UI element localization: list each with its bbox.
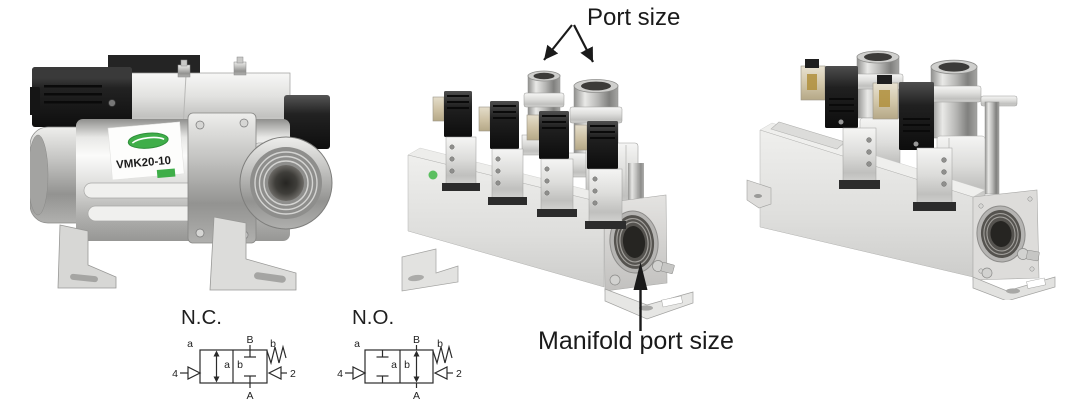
no-labels: a B b 4 2 A a b <box>337 334 462 402</box>
solenoid-coil <box>30 67 132 127</box>
valve-body: VMK20-10 <box>30 112 293 244</box>
connector-icon <box>574 124 588 151</box>
connector-icon <box>478 106 491 132</box>
single-valve-photo: VMK20-10 <box>30 55 333 291</box>
svg-text:A: A <box>246 390 253 402</box>
manifold-rear-photo <box>746 50 1056 300</box>
threaded-port <box>239 136 333 230</box>
connector-icon <box>432 96 445 122</box>
label-green-bar <box>156 168 176 179</box>
screw-icon <box>108 99 116 107</box>
nc-labels: a B b 4 2 A a b <box>172 334 296 402</box>
valve-body <box>842 127 877 185</box>
svg-text:b: b <box>437 338 443 350</box>
valve-station <box>526 111 577 217</box>
no-title: N.O. <box>352 306 394 329</box>
base-plate <box>913 202 956 211</box>
connector-icon <box>526 114 540 141</box>
pilot-valve-assembly <box>30 55 330 149</box>
valve-station <box>872 75 956 211</box>
svg-text:2: 2 <box>290 368 296 380</box>
outlet-port <box>926 59 982 139</box>
pilot-triangle-icon <box>267 366 282 380</box>
base-plate <box>537 209 577 217</box>
brand-logo-icon <box>127 132 169 149</box>
nc-schematic: N.C. a B b 4 2 A a b <box>172 306 296 402</box>
valve-station <box>800 59 880 189</box>
pilot-triangle-icon <box>433 366 448 380</box>
no-schematic: N.O. a B b 4 2 A a b <box>337 306 462 402</box>
mounting-feet <box>57 216 297 291</box>
manifold-port-hole <box>976 205 1026 263</box>
svg-text:a: a <box>224 359 230 371</box>
nc-symbol <box>180 344 287 388</box>
base-plate <box>585 221 626 229</box>
svg-text:b: b <box>270 338 276 350</box>
svg-text:4: 4 <box>337 368 343 380</box>
svg-text:A: A <box>413 390 420 402</box>
screw-icon <box>913 141 919 147</box>
valve-body <box>540 158 574 212</box>
brand-label: VMK20-10 <box>107 121 185 181</box>
solenoid-coil <box>490 101 519 149</box>
fitting-icon <box>981 267 993 279</box>
svg-text:B: B <box>246 334 253 346</box>
mounting-feet <box>746 179 1056 300</box>
svg-text:2: 2 <box>456 368 462 380</box>
pilot-triangle-icon <box>352 366 367 380</box>
valve-body <box>445 136 477 186</box>
valve-body <box>491 148 524 200</box>
base-plate <box>442 183 480 191</box>
solenoid-coil <box>825 66 858 128</box>
valve-body <box>916 147 953 207</box>
no-symbol <box>345 344 453 388</box>
guide-rod <box>984 101 1000 195</box>
svg-text:a: a <box>391 359 397 371</box>
svg-text:b: b <box>404 359 410 371</box>
model-label: VMK20-10 <box>116 155 172 172</box>
solenoid-coil <box>444 91 472 137</box>
mounting-feet <box>401 248 694 320</box>
svg-text:B: B <box>413 334 420 346</box>
svg-text:a: a <box>354 338 360 350</box>
valve-station <box>432 91 480 191</box>
manifold-front-photo <box>401 70 694 320</box>
port-size-label: Port size <box>587 4 681 31</box>
pilot-triangle-icon <box>187 366 202 380</box>
fitting-icon <box>609 274 621 286</box>
pilot-end-cap <box>284 95 330 149</box>
valve-station <box>478 101 527 205</box>
base-plate <box>488 197 527 205</box>
valve-station <box>574 121 626 229</box>
svg-text:4: 4 <box>172 368 178 380</box>
svg-text:a: a <box>187 338 193 350</box>
base-plate <box>839 180 880 189</box>
cable-connector <box>30 87 40 115</box>
solenoid-coil <box>587 121 618 169</box>
solenoid-coil <box>539 111 569 159</box>
manifold-port-size-label: Manifold port size <box>538 327 734 355</box>
spring-icon <box>432 344 453 366</box>
spring-icon <box>266 344 287 366</box>
solenoid-coil <box>899 82 934 150</box>
svg-text:b: b <box>237 359 243 371</box>
screw-icon <box>838 119 844 125</box>
nc-title: N.C. <box>181 306 222 329</box>
indicator-dot <box>428 170 438 180</box>
